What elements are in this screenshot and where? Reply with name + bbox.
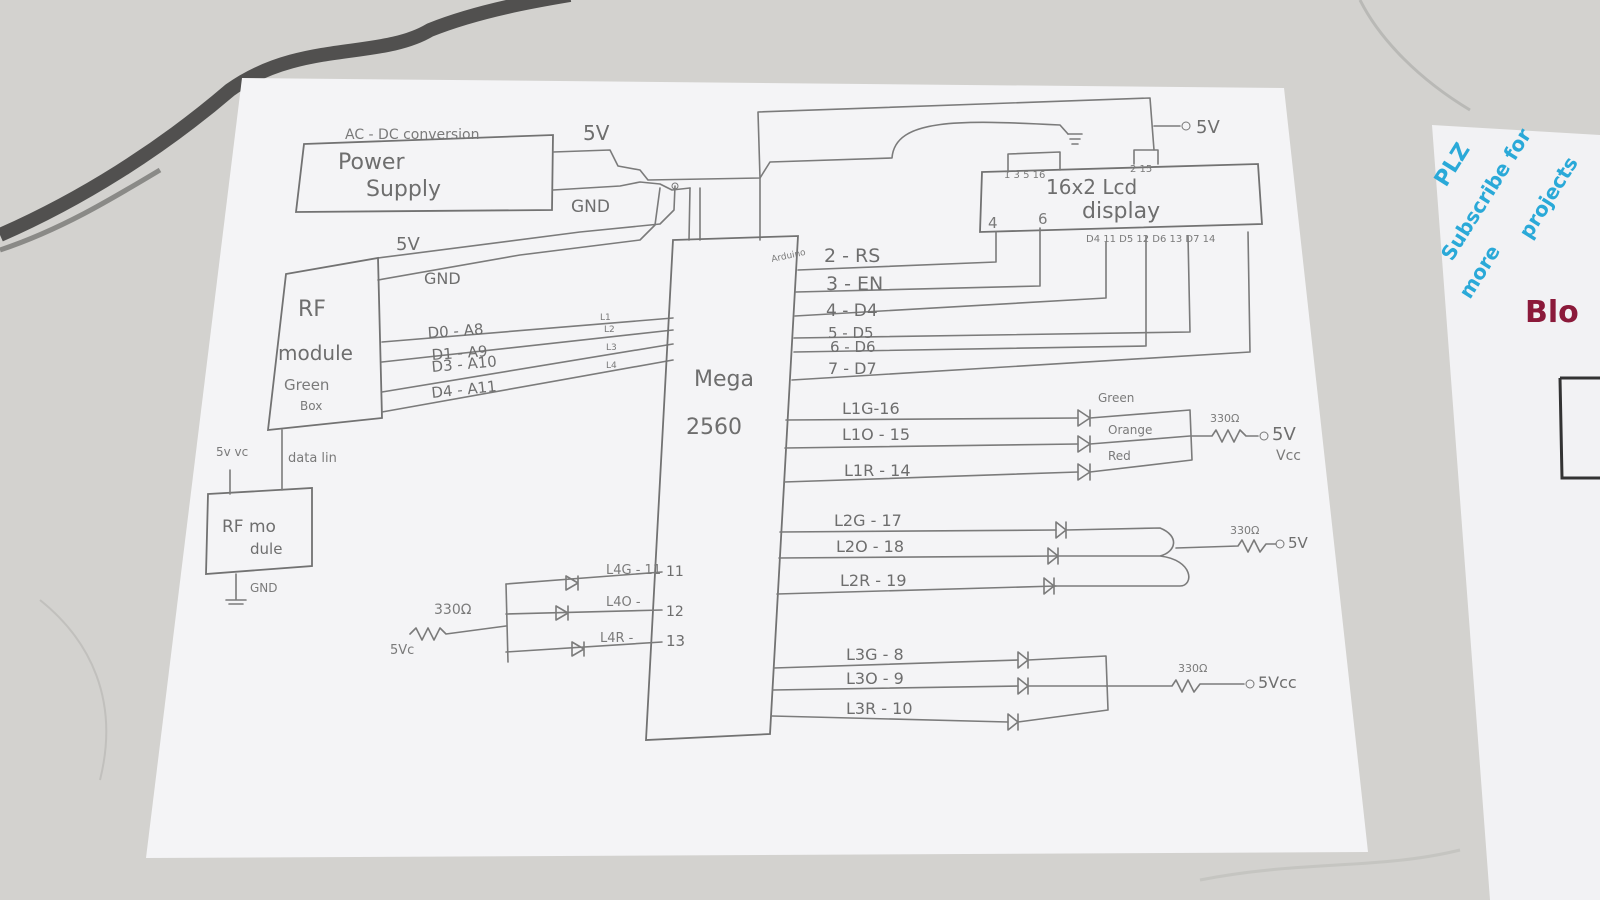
lcd-display: 16x2 Lcd display 1 3 5 16 2 15 4 6 D4 11… — [979, 149, 1263, 245]
mega-line2: 2560 — [686, 415, 742, 440]
led-group-2: L2G - 17 L2O - 18 L2R - 19 330Ω 5V — [776, 511, 1309, 595]
g1-line-2: L1R - 14 — [844, 461, 911, 480]
rf-small-line1: RF mo — [222, 517, 276, 537]
g4-line-1: L4O - — [606, 595, 641, 610]
rf-module-line3: Green — [284, 376, 329, 394]
g4-line-0: L4G - 11 — [606, 563, 661, 578]
lcd-pin-mid: 6 — [1038, 210, 1048, 228]
g3-resistor: 330Ω — [1178, 662, 1207, 675]
lcd-line-d5: 5 - D5 — [828, 324, 874, 342]
lcd-line2: display — [1082, 199, 1160, 224]
rf-module-line2: module — [278, 341, 353, 365]
rf-module-small-box — [205, 487, 313, 575]
rf-module-small: RF mo dule 5v vc data lin GND — [205, 429, 337, 605]
paper-sheet — [146, 78, 1368, 858]
g1-line-0: L1G-16 — [842, 399, 900, 418]
rf-line-1: D1 - A9 — [431, 342, 488, 364]
rf-tag-2: L3 — [606, 343, 617, 353]
lcd-lines: 2 - RS 3 - EN 4 - D4 5 - D5 6 - D6 7 - D… — [791, 227, 1251, 381]
rf-line-2: D3 - A10 — [431, 352, 498, 376]
ground-symbol — [1067, 133, 1083, 145]
g3-line-0: L3G - 8 — [846, 645, 904, 664]
lcd-line1: 16x2 Lcd — [1046, 175, 1137, 199]
resistor-icon — [409, 625, 507, 641]
g3-vcc: 5Vcc — [1258, 673, 1297, 692]
mega-line1: Mega — [694, 367, 754, 392]
lcd-data-pins: D4 11 D5 12 D6 13 D7 14 — [1086, 234, 1215, 245]
rf-small-data: data lin — [288, 451, 337, 466]
g1-color-2: Red — [1108, 449, 1131, 463]
power-supply-box — [294, 134, 554, 213]
g2-line-1: L2O - 18 — [836, 537, 904, 556]
g3-line-2: L3R - 10 — [846, 699, 913, 718]
rf-module-line1: RF — [298, 297, 326, 322]
led-group-1: L1G-16 L1O - 15 L1R - 14 Green Orange Re… — [783, 391, 1301, 483]
side-card-box — [1558, 376, 1600, 480]
lcd-line-d7: 7 - D7 — [828, 359, 877, 378]
lcd-5v: 5V — [1196, 117, 1220, 138]
g4-pin-0: 11 — [666, 564, 684, 580]
power-wires: 5V 5V GND — [377, 97, 1220, 288]
led-group-4: L4G - 11 L4O - L4R - 11 12 13 330Ω 5Vc — [390, 563, 685, 663]
g2-line-2: L2R - 19 — [840, 571, 907, 590]
g1-vcc: 5V — [1272, 424, 1296, 445]
g3-line-1: L3O - 9 — [846, 669, 904, 688]
rf-tag-0: L1 — [600, 313, 611, 323]
led-icon — [555, 605, 569, 621]
g1-resistor: 330Ω — [1210, 412, 1239, 425]
g2-line-0: L2G - 17 — [834, 511, 902, 530]
rf-tag-3: L4 — [606, 361, 617, 371]
g1-vcc2: Vcc — [1276, 448, 1301, 464]
g4-pin-2: 13 — [666, 632, 685, 650]
rf-tag-1: L2 — [604, 325, 615, 335]
lcd-pins-top-right: 2 15 — [1130, 164, 1152, 175]
g4-vcc: 5Vc — [390, 643, 414, 658]
g2-vcc: 5V — [1288, 534, 1309, 552]
rf-line-0: D0 - A8 — [427, 320, 484, 342]
resistor-icon — [1175, 539, 1277, 553]
lcd-box — [979, 163, 1263, 233]
lcd-pin-left: 4 — [988, 214, 998, 232]
lcd-line-d6: 6 - D6 — [830, 338, 876, 356]
g4-line-2: L4R - — [600, 631, 634, 646]
rf-small-line2: dule — [250, 540, 282, 558]
led-icon — [571, 641, 585, 657]
rf-module-line4: Box — [300, 399, 322, 413]
lcd-line-rs: 2 - RS — [824, 245, 880, 267]
lcd-line-d4: 4 - D4 — [826, 301, 878, 321]
resistor-icon — [1105, 679, 1245, 693]
led-icon — [565, 575, 579, 591]
lcd-line-en: 3 - EN — [826, 273, 883, 295]
power-supply-line2: Supply — [366, 177, 441, 202]
g1-line-1: L1O - 15 — [842, 425, 910, 444]
g1-color-0: Green — [1098, 391, 1134, 405]
rf-small-vcc: 5v vc — [216, 445, 248, 459]
lcd-pins-top: 1 3 5 16 — [1004, 170, 1045, 181]
led-group-3: L3G - 8 L3O - 9 L3R - 10 330Ω 5Vcc — [771, 645, 1297, 731]
g1-color-1: Orange — [1108, 423, 1152, 437]
rf-module-green-box — [266, 256, 383, 432]
rf-module-green: RF module Green Box — [266, 256, 383, 432]
side-card: PLZ Subscribe for more projects Blo — [1430, 124, 1600, 900]
rf-small-gnd: GND — [250, 581, 278, 595]
power-supply-header: AC - DC conversion — [345, 127, 479, 143]
rf-power-gnd: GND — [424, 269, 461, 288]
g4-resistor: 330Ω — [434, 602, 472, 618]
power-supply: AC - DC conversion Power Supply 5V GND — [294, 121, 610, 217]
side-card-title: Blo — [1525, 295, 1579, 330]
resistor-icon — [1191, 429, 1259, 443]
g2-resistor: 330Ω — [1230, 524, 1259, 537]
power-supply-5v: 5V — [583, 121, 610, 145]
power-supply-gnd: GND — [571, 197, 610, 217]
rf-data-lines: D0 - A8 D1 - A9 D3 - A10 D4 - A11 L1 L2 … — [381, 313, 674, 413]
g4-pin-1: 12 — [666, 604, 684, 620]
power-supply-line1: Power — [338, 150, 405, 175]
rf-power-5v: 5V — [396, 234, 420, 255]
